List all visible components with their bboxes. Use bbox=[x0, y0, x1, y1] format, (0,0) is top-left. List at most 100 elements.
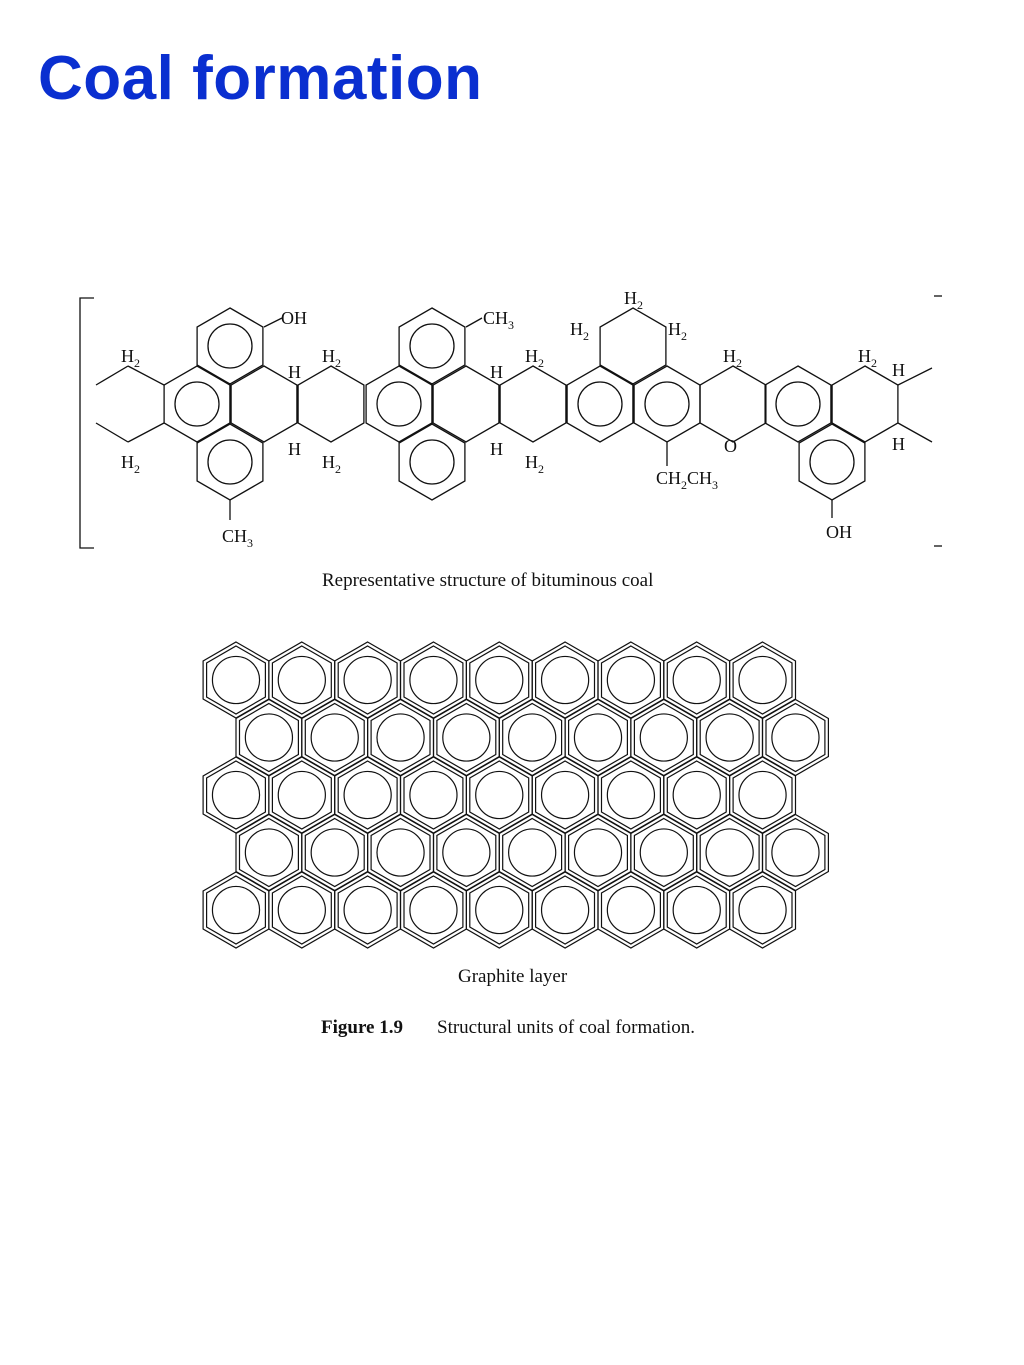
graphite-hexagon-inner bbox=[206, 875, 266, 945]
aromatic-circle bbox=[310, 828, 359, 877]
graphite-hexagon-inner bbox=[534, 645, 596, 715]
bond-line bbox=[95, 422, 129, 443]
graphite-hexagon-inner bbox=[600, 875, 662, 945]
aromatic-circle bbox=[738, 770, 787, 820]
aromatic-circle bbox=[475, 770, 524, 820]
graphite-ring bbox=[728, 641, 797, 719]
aromatic-circle bbox=[211, 770, 261, 820]
h-left-bottom-label: H bbox=[288, 439, 301, 459]
graphite-ring bbox=[268, 756, 336, 834]
graphite-ring bbox=[531, 756, 599, 834]
slide-title: Coal formation bbox=[38, 44, 483, 113]
graphite-ring bbox=[597, 641, 665, 719]
aromatic-circle bbox=[207, 439, 253, 485]
graphite-ring bbox=[202, 641, 270, 719]
graphite-ring bbox=[597, 756, 665, 834]
h-right-end-top-label: H bbox=[892, 360, 905, 380]
graphite-hexagon-inner bbox=[699, 702, 760, 773]
aromatic-circle bbox=[639, 713, 688, 762]
graphite-hexagon-inner bbox=[600, 760, 662, 830]
benzene-hexagon bbox=[398, 423, 466, 501]
graphite-ring bbox=[301, 813, 369, 892]
aromatic-ring bbox=[398, 307, 466, 385]
aromatic-circle bbox=[606, 655, 656, 705]
aromatic-circle bbox=[540, 655, 590, 705]
graphite-ring bbox=[663, 756, 731, 834]
aromatic-circle bbox=[211, 885, 261, 935]
h2-mid-top-label: H2 bbox=[322, 346, 341, 370]
graphite-hexagon-inner bbox=[403, 760, 464, 830]
graphite-ring bbox=[432, 813, 500, 892]
graphite-hexagon-inner bbox=[534, 760, 596, 830]
graphite-hexagon-inner bbox=[469, 875, 530, 945]
graphite-ring bbox=[696, 698, 764, 777]
aromatic-circle bbox=[277, 770, 326, 820]
graphite-hexagon-inner bbox=[765, 817, 826, 888]
bond-line bbox=[897, 367, 933, 386]
figure-number: Figure 1.9 bbox=[321, 1017, 403, 1038]
bond-line bbox=[263, 317, 283, 328]
aromatic-circle bbox=[540, 770, 590, 820]
h-right-top-label: H bbox=[490, 362, 503, 382]
h2-center-top-label: H2 bbox=[525, 346, 544, 370]
aromatic-circle bbox=[738, 885, 787, 935]
bond-line bbox=[127, 365, 165, 386]
graphite-ring bbox=[399, 871, 467, 949]
h2-mid-bottom-label: H2 bbox=[322, 452, 341, 476]
graphite-ring bbox=[761, 698, 830, 777]
graphite-ring bbox=[301, 698, 369, 777]
graphite-hexagon-inner bbox=[337, 760, 398, 830]
aliphatic-ring bbox=[432, 365, 500, 443]
benzene-hexagon bbox=[365, 365, 433, 443]
aromatic-circle bbox=[409, 323, 455, 369]
aromatic-circle bbox=[310, 713, 359, 762]
graphite-hexagon-inner bbox=[304, 702, 365, 773]
aromatic-circle bbox=[639, 828, 688, 877]
aromatic-circle bbox=[376, 713, 425, 762]
aromatic-circle bbox=[573, 713, 623, 762]
aliphatic-ring bbox=[831, 365, 899, 443]
graphite-hexagon-inner bbox=[732, 645, 793, 715]
graphite-layer bbox=[202, 641, 830, 949]
aromatic-circle bbox=[343, 885, 392, 935]
aliphatic-ring bbox=[297, 365, 365, 443]
aromatic-circle bbox=[343, 655, 392, 705]
aromatic-circle bbox=[508, 713, 557, 762]
h-left-top-label: H bbox=[288, 362, 301, 382]
aliphatic-ring bbox=[599, 307, 667, 385]
aromatic-circle bbox=[376, 828, 425, 877]
graphite-hexagon-inner bbox=[238, 702, 299, 773]
graphite-ring bbox=[630, 813, 698, 892]
graphite-hexagon-inner bbox=[732, 875, 793, 945]
graphite-hexagon-inner bbox=[271, 645, 332, 715]
graphite-hexagon-inner bbox=[600, 645, 662, 715]
graphite-ring bbox=[334, 871, 402, 949]
graphite-caption: Graphite layer bbox=[458, 966, 568, 987]
h2-pyran-label: H2 bbox=[723, 346, 742, 370]
aromatic-circle bbox=[475, 655, 524, 705]
h-right-end-bottom-label: H bbox=[892, 434, 905, 454]
graphite-ring bbox=[663, 871, 731, 949]
ch3-top-label: CH3 bbox=[483, 308, 514, 332]
graphite-ring bbox=[465, 871, 533, 949]
graphite-hexagon-inner bbox=[271, 760, 332, 830]
graphite-hexagon-inner bbox=[403, 875, 464, 945]
h2-left-bottom-label: H2 bbox=[121, 452, 140, 476]
aromatic-circle bbox=[409, 885, 458, 935]
graphite-ring bbox=[399, 756, 467, 834]
aromatic-circle bbox=[244, 828, 294, 877]
graphite-hexagon-inner bbox=[633, 702, 694, 773]
graphite-ring bbox=[465, 756, 533, 834]
aromatic-circle bbox=[475, 885, 524, 935]
h2-ring-right-label: H2 bbox=[668, 319, 687, 343]
aromatic-circle bbox=[771, 828, 820, 877]
graphite-hexagon-inner bbox=[502, 817, 563, 888]
graphite-hexagon-inner bbox=[337, 875, 398, 945]
bond-line bbox=[465, 317, 483, 328]
graphite-hexagon-inner bbox=[436, 702, 497, 773]
aromatic-circle bbox=[738, 655, 787, 705]
aromatic-circle bbox=[409, 655, 458, 705]
graphite-hexagon-inner bbox=[370, 817, 431, 888]
aliphatic-ring bbox=[230, 365, 298, 443]
